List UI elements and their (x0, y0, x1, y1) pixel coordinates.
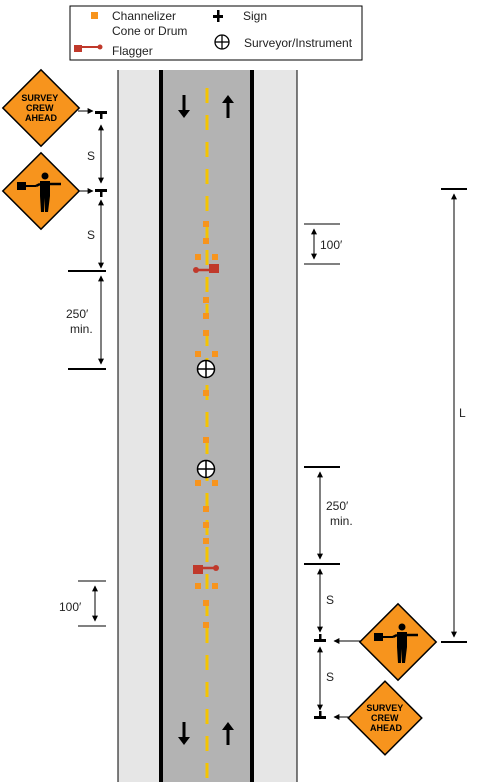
dim-100-label: 100′ (320, 238, 343, 252)
roadway (117, 70, 298, 782)
cone-icon (203, 330, 209, 336)
sign-post-icon (95, 111, 107, 119)
sign-post-icon (95, 189, 107, 197)
cone-icon (195, 583, 201, 589)
arrow-down-icon (178, 95, 190, 118)
legend-sign-icon (213, 10, 223, 22)
cone-icon (203, 297, 209, 303)
flagger-icon (193, 565, 219, 574)
dim-s-lower-right: S (317, 646, 334, 711)
survey-sign-line1: SURVEY (366, 703, 403, 713)
flagger-person-icon (17, 172, 61, 212)
right-edge-line (250, 70, 254, 782)
survey-sign-text: SURVEY CREW AHEAD (21, 93, 60, 123)
sign-post-icon (314, 634, 326, 642)
legend-channelizer-line1: Channelizer (112, 9, 176, 23)
flagger-ahead-sign-left (1, 151, 81, 231)
arrow-up-icon (222, 722, 234, 745)
legend-surveyor-label: Surveyor/Instrument (244, 36, 353, 50)
cone-icon (203, 600, 209, 606)
cone-icon (212, 351, 218, 357)
flagger-icon (193, 264, 219, 273)
dim-s-upper-left: S (87, 124, 104, 184)
dim-100-right: 100′ (304, 223, 343, 265)
survey-sign-line3: AHEAD (370, 723, 403, 733)
channelizers (195, 221, 218, 628)
cone-icon (203, 238, 209, 244)
dim-s-upper-right: S (317, 568, 334, 633)
cone-icon (212, 583, 218, 589)
cone-icon (203, 538, 209, 544)
dim-s-label: S (87, 228, 95, 242)
survey-sign-line2: CREW (26, 103, 54, 113)
dim-250-left: 250′ min. (66, 275, 106, 370)
dim-l: L (441, 188, 467, 643)
dim-250-line2: min. (70, 322, 93, 336)
legend-surveyor-icon (214, 34, 230, 50)
survey-sign-line1: SURVEY (21, 93, 58, 103)
cone-icon (195, 480, 201, 486)
right-shoulder (250, 70, 297, 782)
dim-100-left: 100′ (59, 580, 106, 627)
cone-icon (212, 480, 218, 486)
survey-sign-line2: CREW (371, 713, 399, 723)
legend-sign-label: Sign (243, 9, 267, 23)
legend-channelizer-label: Channelizer Cone or Drum (112, 9, 187, 38)
legend-cone-icon (91, 12, 98, 19)
legend-flagger-label: Flagger (112, 44, 153, 58)
dim-250-right: 250′ min. (304, 466, 353, 565)
legend-flagger-icon (74, 44, 103, 52)
cone-icon (203, 522, 209, 528)
arrow-down-icon (178, 722, 190, 745)
surveyor-icon (196, 459, 216, 479)
dim-s-lower-left: S (68, 199, 106, 272)
direction-arrows (178, 95, 234, 745)
dim-250-label: 250′ min. (326, 499, 353, 528)
cone-icon (212, 254, 218, 260)
left-shoulder (118, 70, 161, 782)
survey-crew-ahead-sign-right: SURVEY CREW AHEAD (347, 680, 423, 756)
cone-icon (203, 622, 209, 628)
survey-crew-ahead-sign-left: SURVEY CREW AHEAD (1, 68, 81, 148)
flagger-person-icon (374, 623, 418, 663)
dim-250-label: 250′ min. (66, 307, 93, 336)
cone-icon (203, 390, 209, 396)
legend-channelizer-line2: Cone or Drum (112, 24, 187, 38)
dim-s-label: S (326, 670, 334, 684)
dim-l-label: L (459, 406, 466, 420)
left-edge-line (159, 70, 163, 782)
dim-250-line2: min. (330, 514, 353, 528)
arrow-up-icon (222, 95, 234, 118)
cone-icon (203, 221, 209, 227)
cone-icon (195, 351, 201, 357)
cone-icon (203, 506, 209, 512)
dim-250-line1: 250′ (66, 307, 89, 321)
dim-s-label: S (87, 149, 95, 163)
flagger-ahead-sign-right (358, 602, 438, 682)
dim-250-line1: 250′ (326, 499, 349, 513)
cone-icon (203, 437, 209, 443)
cone-icon (195, 254, 201, 260)
sign-post-icon (314, 711, 326, 719)
survey-sign-text: SURVEY CREW AHEAD (366, 703, 405, 733)
dim-s-label: S (326, 593, 334, 607)
surveyor-icon (196, 359, 216, 379)
legend: Channelizer Cone or Drum Flagger Sign Su… (69, 5, 363, 61)
dim-100-label: 100′ (59, 600, 82, 614)
cone-icon (203, 313, 209, 319)
survey-sign-line3: AHEAD (25, 113, 58, 123)
